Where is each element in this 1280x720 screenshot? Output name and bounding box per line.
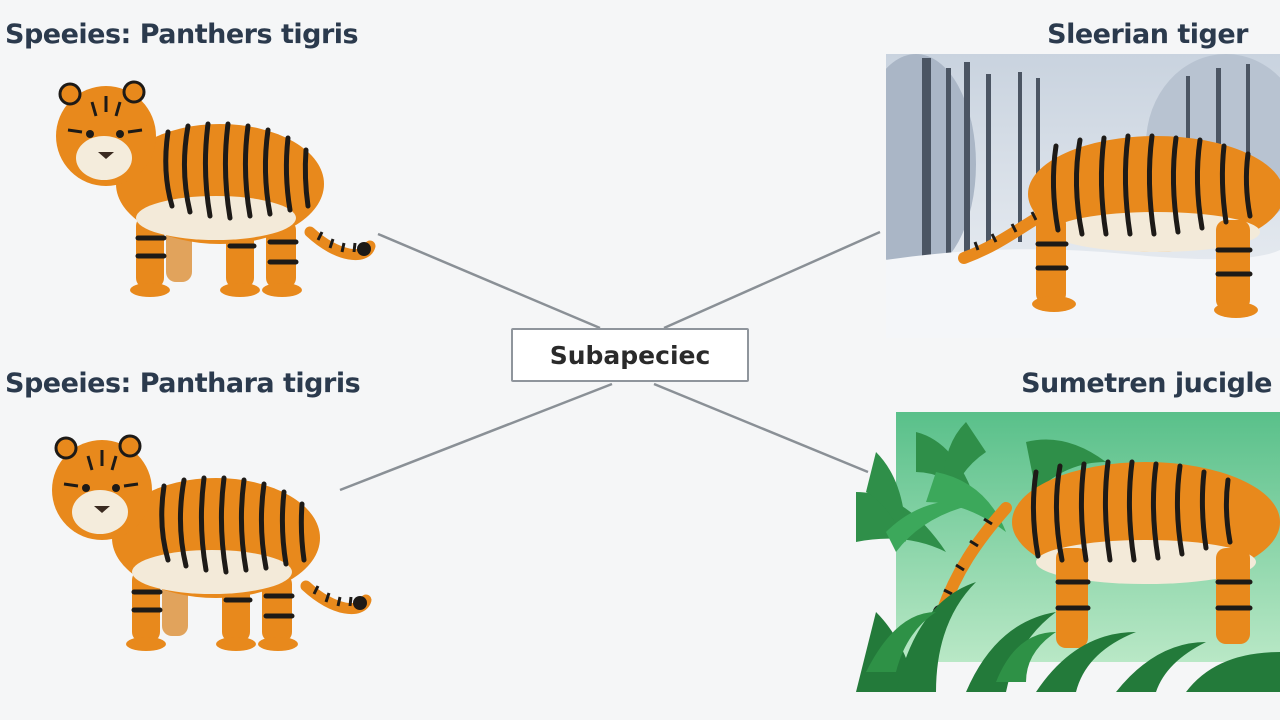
label-top-left: Speeies: Panthers tigris	[5, 19, 359, 50]
subspecies-box: Subapeciec	[511, 328, 749, 382]
jungle-illustration	[856, 412, 1280, 692]
connector-bottom-right	[653, 382, 869, 474]
connector-top-right	[663, 230, 881, 330]
subspecies-label: Subapeciec	[549, 340, 711, 370]
connector-bottom-left	[339, 382, 613, 492]
label-bottom-right: Sumetren jucigle	[1021, 368, 1272, 399]
label-top-right: Sleerian tiger	[1047, 19, 1248, 50]
label-bottom-left: Speeies: Panthara tigris	[5, 368, 361, 399]
sumatran-tiger-scene	[856, 412, 1280, 692]
tiger-illustration-bottom-left	[52, 434, 372, 651]
siberian-tiger-scene	[886, 54, 1280, 338]
tiger-illustration-top-left	[56, 80, 376, 297]
snowy-forest-illustration	[886, 54, 1280, 338]
connector-top-left	[377, 232, 601, 330]
